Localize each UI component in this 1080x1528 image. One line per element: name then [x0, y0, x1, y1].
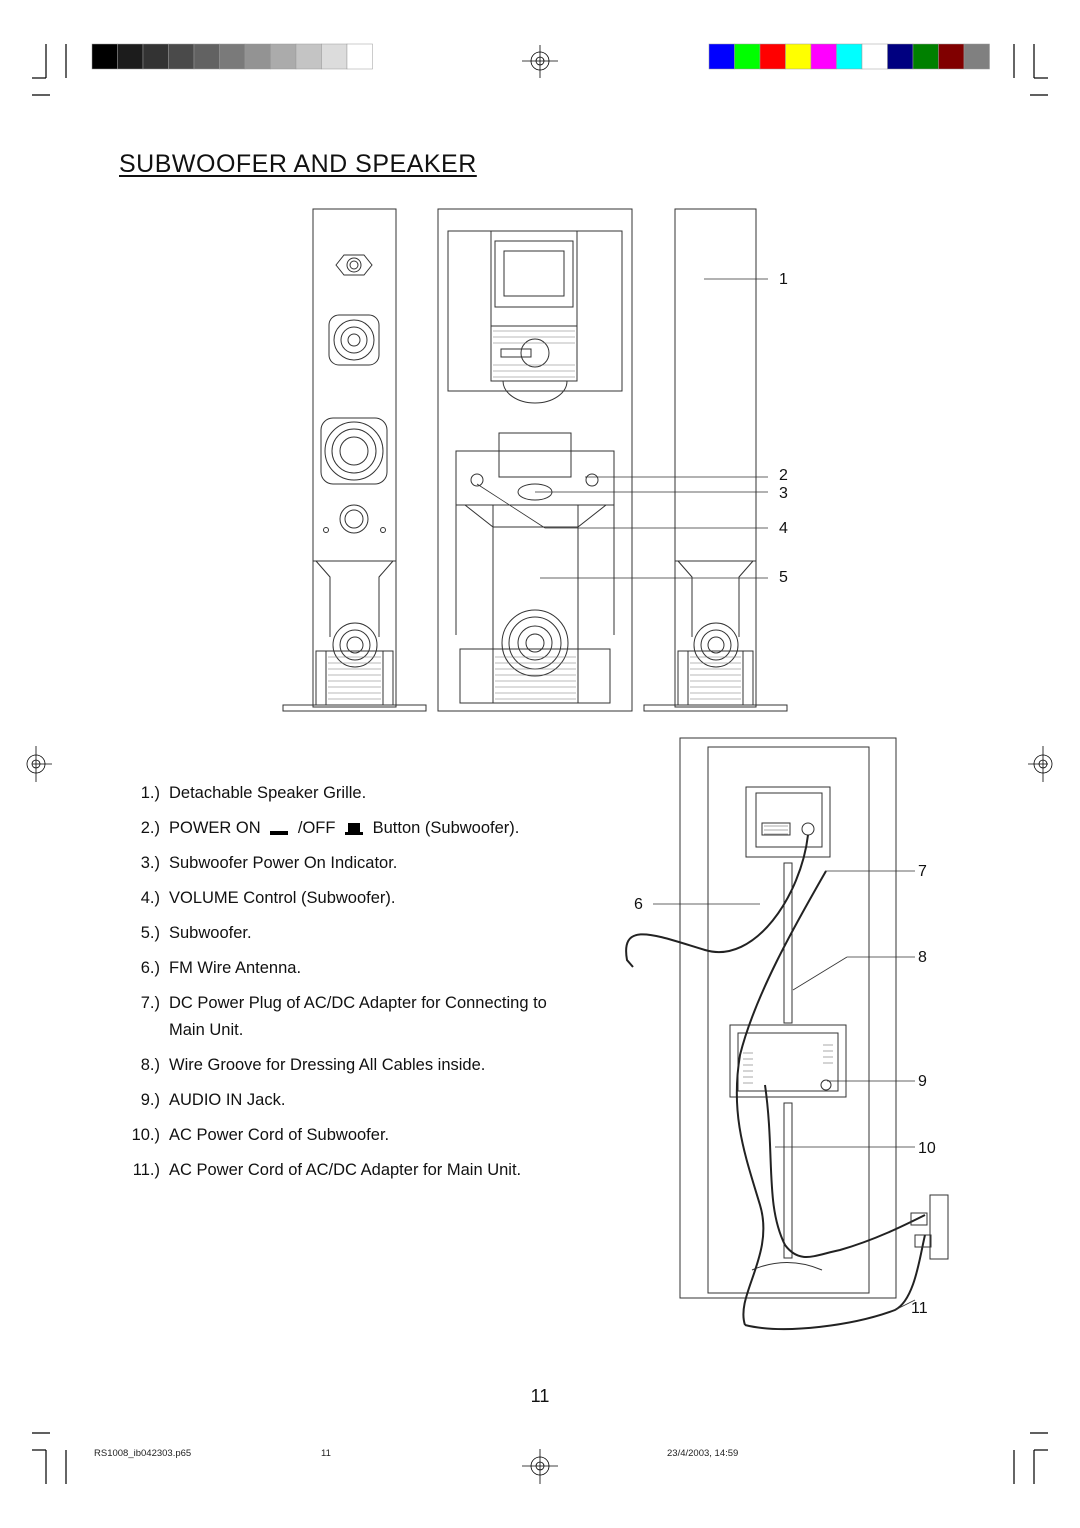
- button-released-icon: [270, 830, 289, 835]
- legend-item: 4.) VOLUME Control (Subwoofer).: [140, 889, 396, 907]
- footer-filename: RS1008_ib042303.p65: [94, 1448, 192, 1459]
- callout-5: 5: [779, 569, 788, 586]
- page-number: 11: [530, 1386, 550, 1406]
- legend-item: 9.) AUDIO IN Jack.: [140, 1091, 286, 1109]
- calibration-swatch: [193, 43, 220, 70]
- calibration-swatch: [938, 43, 965, 70]
- legend-item: 5.) Subwoofer.: [140, 924, 252, 942]
- callout-7: 7: [918, 863, 927, 880]
- callout-4: 4: [779, 520, 788, 537]
- callout-3: 3: [779, 485, 788, 502]
- legend-item: 7.) DC Power Plug of AC/DC Adapter for C…: [140, 994, 547, 1039]
- footer-page: 11: [321, 1448, 331, 1459]
- callout-6: 6: [634, 896, 643, 913]
- calibration-swatch: [295, 43, 322, 70]
- calibration-swatch: [861, 43, 888, 70]
- callout-2: 2: [779, 467, 788, 484]
- calibration-swatch: [836, 43, 863, 70]
- calibration-swatch: [117, 43, 144, 70]
- legend-item: 1.) Detachable Speaker Grille.: [140, 784, 367, 802]
- legend-item: 10.) AC Power Cord of Subwoofer.: [131, 1126, 390, 1144]
- color-calibration-bar: [708, 43, 990, 70]
- calibration-swatch: [708, 43, 735, 70]
- calibration-swatch: [912, 43, 939, 70]
- calibration-swatch: [346, 43, 373, 70]
- calibration-swatch: [270, 43, 297, 70]
- calibration-swatch: [321, 43, 348, 70]
- callout-10: 10: [918, 1140, 936, 1157]
- legend-item: 6.) FM Wire Antenna.: [140, 959, 302, 977]
- calibration-swatch: [91, 43, 118, 70]
- legend-item: 3.) Subwoofer Power On Indicator.: [140, 854, 398, 872]
- callout-11: 11: [911, 1300, 928, 1317]
- legend-item: 8.) Wire Groove for Dressing All Cables …: [140, 1056, 486, 1074]
- parts-legend: 1.) Detachable Speaker Grille. 2.) POWER…: [118, 780, 638, 1192]
- legend-item: 11.) AC Power Cord of AC/DC Adapter for …: [132, 1161, 522, 1179]
- grayscale-calibration-bar: [91, 43, 373, 70]
- calibration-swatch: [759, 43, 786, 70]
- calibration-swatch: [142, 43, 169, 70]
- button-pressed-icon: [345, 822, 364, 835]
- page-title: SUBWOOFER AND SPEAKER: [119, 150, 477, 178]
- legend-item: 2.) POWER ON /OFF Button (Subwoofer).: [140, 819, 520, 837]
- calibration-swatch: [734, 43, 761, 70]
- front-view-diagram: [282, 208, 788, 712]
- callout-1: 1: [779, 271, 788, 288]
- footer-date: 23/4/2003, 14:59: [667, 1448, 739, 1459]
- calibration-swatch: [244, 43, 271, 70]
- calibration-swatch: [219, 43, 246, 70]
- calibration-swatch: [785, 43, 812, 70]
- rear-view-diagram: [625, 737, 949, 1330]
- calibration-swatch: [887, 43, 914, 70]
- callout-9: 9: [918, 1073, 927, 1090]
- callout-8: 8: [918, 949, 927, 966]
- calibration-swatch: [168, 43, 195, 70]
- calibration-swatch: [810, 43, 837, 70]
- calibration-swatch: [963, 43, 990, 70]
